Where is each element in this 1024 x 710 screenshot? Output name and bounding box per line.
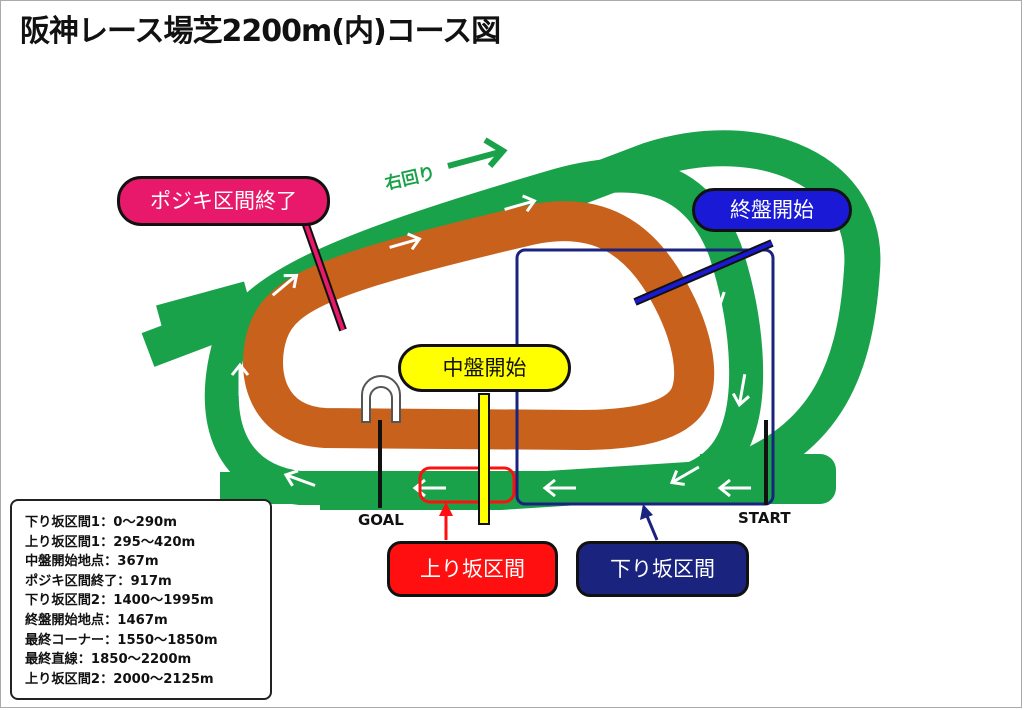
- uphill-zone-box: [418, 466, 516, 504]
- goal-post-icon: [361, 375, 401, 423]
- goal-label: GOAL: [358, 511, 404, 529]
- direction-arrow-icon: [447, 137, 508, 169]
- turf-inner-course: [204, 158, 764, 505]
- downhill-callout: 下り坂区間: [576, 541, 749, 597]
- mid-start-callout: 中盤開始: [398, 344, 571, 392]
- uphill-callout: 上り坂区間: [387, 541, 558, 597]
- legend-item: 終盤開始地点：1467m: [25, 612, 168, 628]
- posijiki-end-callout: ポジキ区間終了: [117, 176, 330, 226]
- dirt-course: [243, 201, 715, 450]
- legend-item: 上り坂区間1：295〜420m: [25, 534, 196, 550]
- page-title: 阪神レース場芝2200m(内)コース図: [20, 14, 501, 49]
- turf-chute: [156, 281, 252, 335]
- legend-item: 上り坂区間2：2000〜2125m: [25, 671, 214, 687]
- legend-item: 下り坂区間2：1400〜1995m: [25, 593, 214, 609]
- legend-item: 中盤開始地点：367m: [25, 554, 159, 570]
- mid-start-line: [478, 393, 490, 525]
- legend-item: ポジキ区間終了：917m: [25, 573, 172, 589]
- start-label: START: [738, 509, 791, 527]
- final-start-callout: 終盤開始: [692, 188, 852, 232]
- legend-box: 下り坂区間1：0〜290m 上り坂区間1：295〜420m 中盤開始地点：367…: [10, 499, 272, 700]
- uphill-pointer-arrow: [439, 502, 453, 540]
- legend-item: 下り坂区間1：0〜290m: [25, 515, 177, 530]
- downhill-pointer-arrow: [640, 504, 659, 541]
- legend-item: 最終直線：1850〜2200m: [25, 652, 192, 668]
- legend-item: 最終コーナー：1550〜1850m: [25, 632, 218, 648]
